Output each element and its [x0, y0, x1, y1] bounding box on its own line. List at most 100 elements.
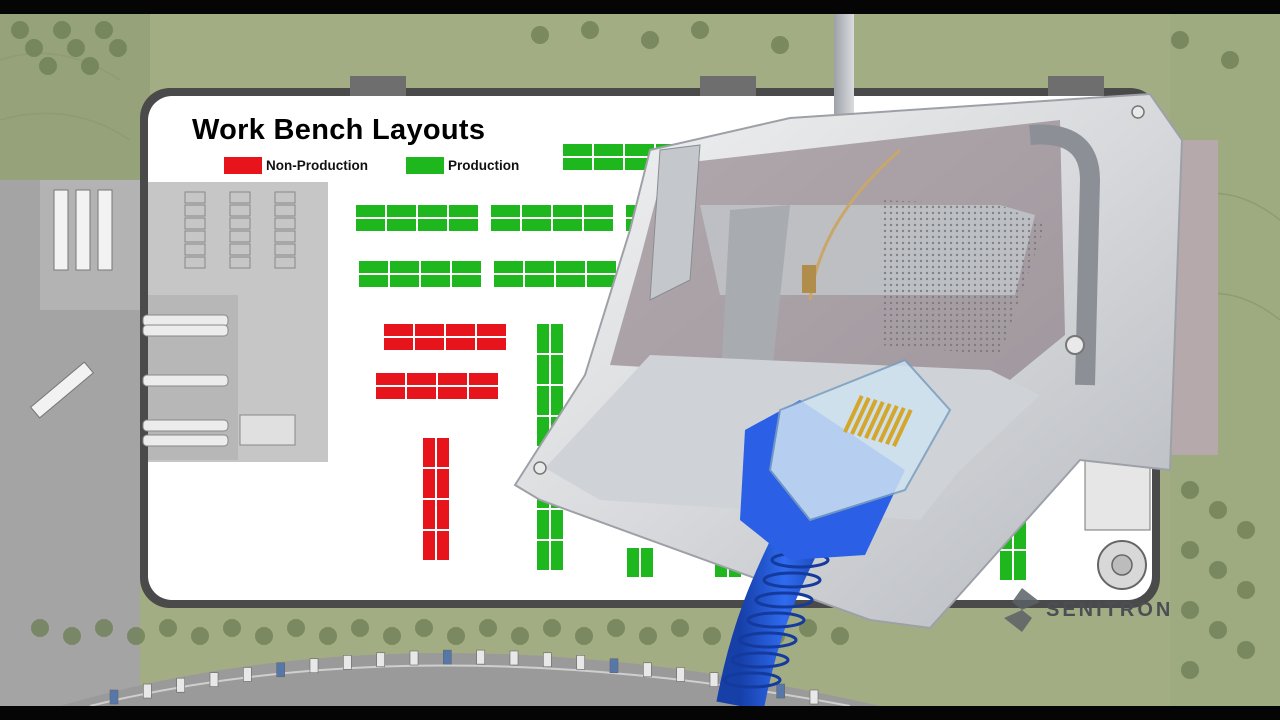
tree [1237, 581, 1255, 599]
office-cell [184, 191, 206, 204]
bench-production [537, 324, 549, 353]
tree [1181, 661, 1199, 679]
bench-production [563, 144, 592, 156]
bench-non-production [407, 373, 436, 385]
bench-production [537, 541, 549, 570]
tree [1171, 31, 1189, 49]
parking-lot [0, 180, 880, 707]
bench-non-production [446, 338, 475, 350]
tree [1237, 641, 1255, 659]
legend-production: Production [406, 156, 519, 174]
office-cell [274, 191, 296, 204]
legend-label-non-production: Non-Production [266, 157, 368, 173]
tree [771, 36, 789, 54]
bench-non-production [423, 531, 435, 560]
bench-non-production [407, 387, 436, 399]
tree [109, 39, 127, 57]
bench-non-production [384, 338, 413, 350]
bench-production [551, 386, 563, 415]
parked-car [309, 658, 319, 674]
senitron-logo: SENITRON [1004, 588, 1173, 632]
ceiling-mount-antenna-icon [513, 14, 1184, 630]
bench-production [563, 158, 592, 170]
bench-production [556, 275, 585, 287]
dock-truck [142, 374, 229, 387]
bench-non-production [384, 324, 413, 336]
rj45-pin [843, 395, 864, 433]
tree [95, 619, 113, 637]
bench-non-production [446, 324, 475, 336]
parked-car [709, 672, 719, 687]
tree [53, 21, 71, 39]
bench-non-production [415, 324, 444, 336]
parked-trailer [75, 189, 91, 271]
bench-non-production [438, 387, 467, 399]
tree [531, 26, 549, 44]
tree [63, 627, 81, 645]
bench-production [1000, 551, 1012, 580]
bench-production [418, 205, 447, 217]
trees [11, 21, 1255, 679]
bench-production [359, 261, 388, 273]
office-cell [184, 256, 206, 269]
dock-truck [142, 434, 229, 447]
rj45-pin [864, 401, 885, 439]
bench-production [537, 355, 549, 384]
dock-truck [142, 419, 229, 432]
bench-production [625, 144, 654, 156]
parked-trailer [53, 189, 69, 271]
bench-production [390, 261, 419, 273]
bench-production [594, 158, 623, 170]
tree [127, 627, 145, 645]
tree [1237, 521, 1255, 539]
office-cell [229, 191, 251, 204]
bench-production [556, 261, 585, 273]
office-cell [184, 230, 206, 243]
parked-car [276, 662, 285, 678]
tree [255, 627, 273, 645]
office-cell [274, 204, 296, 217]
parked-car [443, 649, 452, 665]
tree [39, 57, 57, 75]
office-cell [229, 256, 251, 269]
bench-production [551, 510, 563, 539]
tree [671, 619, 689, 637]
parked-car [176, 677, 185, 693]
tree [575, 627, 593, 645]
bench-non-production [423, 500, 435, 529]
tree [191, 627, 209, 645]
bench-production [522, 219, 551, 231]
parked-car [609, 658, 619, 674]
office-table [239, 414, 296, 446]
bench-production [390, 275, 419, 287]
bench-production [594, 144, 623, 156]
parked-car [476, 649, 485, 665]
bench-non-production [437, 500, 449, 529]
bench-production [494, 275, 523, 287]
letterbox-bottom [0, 706, 1280, 720]
tree [1209, 501, 1227, 519]
parked-car [109, 689, 119, 705]
tree [81, 57, 99, 75]
bench-production [551, 541, 563, 570]
legend-label-production: Production [448, 157, 520, 173]
tree [543, 619, 561, 637]
bench-production [449, 205, 478, 217]
tree [799, 619, 817, 637]
bench-production [1014, 551, 1026, 580]
cable-rib [746, 611, 806, 629]
office-cell [274, 243, 296, 256]
office-cell [184, 243, 206, 256]
rj45-pin [878, 405, 899, 443]
brand-name: SENITRON [1046, 598, 1174, 621]
bench-production [491, 219, 520, 231]
bench-non-production [477, 338, 506, 350]
legend-swatch-green [406, 156, 444, 174]
tree [1181, 541, 1199, 559]
tree [319, 627, 337, 645]
parked-car [143, 683, 152, 699]
cable-rib [738, 631, 798, 649]
bench-production [387, 205, 416, 217]
bench-production [418, 219, 447, 231]
